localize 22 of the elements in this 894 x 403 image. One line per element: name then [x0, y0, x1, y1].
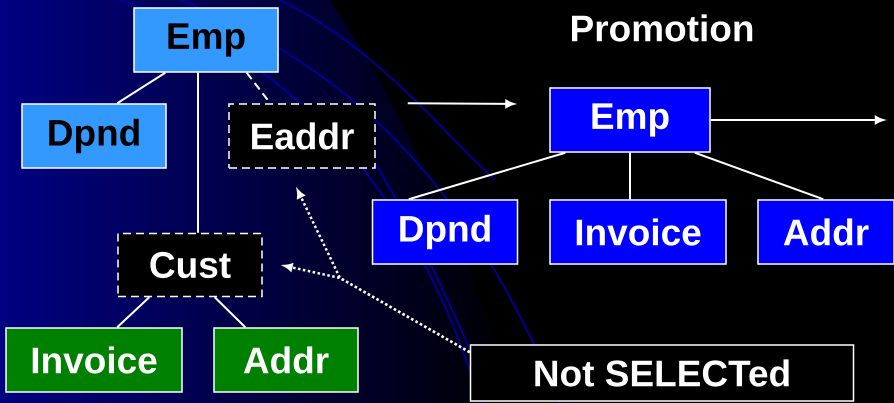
connector-line: [694, 152, 824, 200]
title: Promotion: [572, 14, 752, 42]
callout-box: Not SELECTed: [470, 344, 854, 402]
leader-arrow: [296, 190, 470, 354]
entity-box: Addr: [757, 199, 894, 265]
arrow: [710, 116, 884, 124]
dashed-entity-box: Cust: [117, 232, 263, 298]
connector-line: [116, 296, 150, 328]
arrow: [408, 100, 515, 108]
entity-box: Addr: [213, 327, 359, 393]
connector-line: [197, 72, 199, 233]
entity-box: Emp: [133, 7, 279, 73]
connector-line: [116, 72, 166, 104]
entity-box: Dpnd: [21, 103, 167, 169]
entity-box: Invoice: [549, 199, 727, 265]
entity-box: Emp: [549, 87, 711, 153]
entity-box: Invoice: [5, 327, 183, 393]
connector-line: [408, 152, 566, 200]
dashed-entity-box: Eaddr: [228, 103, 376, 169]
entity-box: Dpnd: [372, 199, 518, 265]
connector-line: [214, 296, 246, 328]
connector-line: [629, 152, 631, 200]
